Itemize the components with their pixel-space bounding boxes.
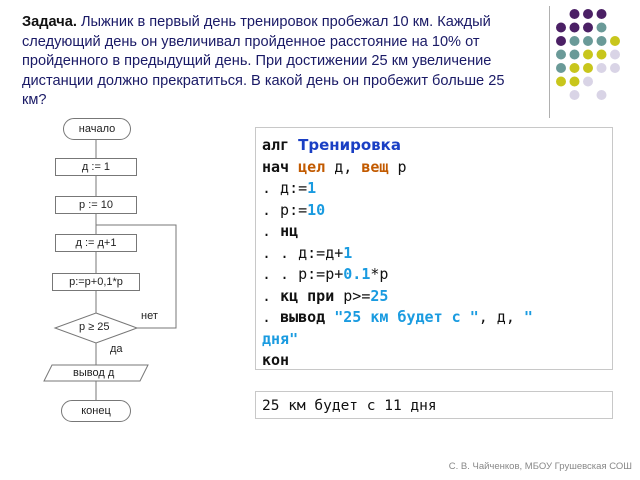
code-line-2: нач цел д, вещ р bbox=[262, 157, 407, 176]
result-panel: 25 км будет с 11 дня bbox=[255, 391, 613, 419]
decor-dot bbox=[596, 49, 607, 60]
decor-dot bbox=[556, 76, 566, 87]
code-line-7: . . р:=р+0.1*р bbox=[262, 265, 389, 283]
flow-step-r-init: р := 10 bbox=[55, 196, 137, 214]
decor-dot bbox=[596, 90, 607, 100]
decor-dot bbox=[610, 63, 620, 73]
code-line-5: . нц bbox=[262, 222, 299, 240]
code-line-10: дня" bbox=[262, 329, 299, 348]
output-parallelogram bbox=[43, 364, 149, 382]
decor-dot bbox=[556, 36, 566, 46]
decor-dot bbox=[583, 49, 593, 60]
decor-dot bbox=[569, 9, 580, 19]
condition-diamond bbox=[53, 312, 139, 344]
flow-condition-label: р ≥ 25 bbox=[79, 321, 110, 333]
decor-dot bbox=[610, 49, 620, 60]
code-line-4: . р:=10 bbox=[262, 200, 326, 219]
decor-dot bbox=[596, 9, 607, 19]
flowchart-connectors bbox=[43, 140, 177, 400]
decor-dot bbox=[556, 22, 566, 33]
decor-dot bbox=[556, 63, 566, 73]
decor-dot bbox=[569, 63, 580, 73]
flow-step-d-inc: д := д+1 bbox=[55, 234, 137, 252]
decor-dot bbox=[583, 76, 593, 87]
flow-step-r-inc: р:=р+0,1*р bbox=[52, 273, 140, 291]
decor-dot bbox=[556, 49, 566, 60]
decor-dot bbox=[596, 63, 607, 73]
decor-dot bbox=[583, 9, 593, 19]
decor-dot bbox=[583, 36, 593, 46]
decor-dot bbox=[569, 76, 580, 87]
decor-dot bbox=[583, 22, 593, 33]
decor-dot bbox=[569, 49, 580, 60]
code-panel: алг Тренировка нач цел д, вещ р . д:=1 .… bbox=[255, 127, 613, 370]
decor-dot bbox=[596, 22, 607, 33]
flow-step-d-init: д := 1 bbox=[55, 158, 137, 176]
code-line-11: кон bbox=[262, 351, 290, 369]
decor-dot bbox=[569, 90, 580, 100]
flow-end: конец bbox=[61, 400, 131, 422]
task-body: Лыжник в первый день тренировок пробежал… bbox=[22, 14, 505, 108]
flow-start: начало bbox=[63, 118, 131, 140]
flow-yes-label: да bbox=[110, 343, 123, 355]
decor-dot bbox=[610, 36, 620, 46]
decorative-dots bbox=[556, 9, 620, 100]
code-line-3: . д:=1 bbox=[262, 179, 317, 197]
decor-dot bbox=[583, 63, 593, 73]
code-line-6: . . д:=д+1 bbox=[262, 243, 353, 262]
code-line-9: . вывод "25 км будет с ", д, " bbox=[262, 308, 533, 326]
decor-dot bbox=[596, 36, 607, 46]
flow-no-label: нет bbox=[141, 310, 158, 322]
decor-dot bbox=[569, 22, 580, 33]
author-credit: С. В. Чайченков, МБОУ Грушевская СОШ bbox=[448, 461, 632, 472]
decor-dot bbox=[569, 36, 580, 46]
code-line-1: алг Тренировка bbox=[262, 136, 401, 154]
divider-line bbox=[549, 6, 550, 118]
code-line-8: . кц при р>=25 bbox=[262, 286, 389, 305]
task-text: Задача. Лыжник в первый день тренировок … bbox=[22, 13, 532, 111]
flow-output-label: вывод д bbox=[73, 367, 115, 379]
task-label: Задача. bbox=[22, 14, 77, 30]
